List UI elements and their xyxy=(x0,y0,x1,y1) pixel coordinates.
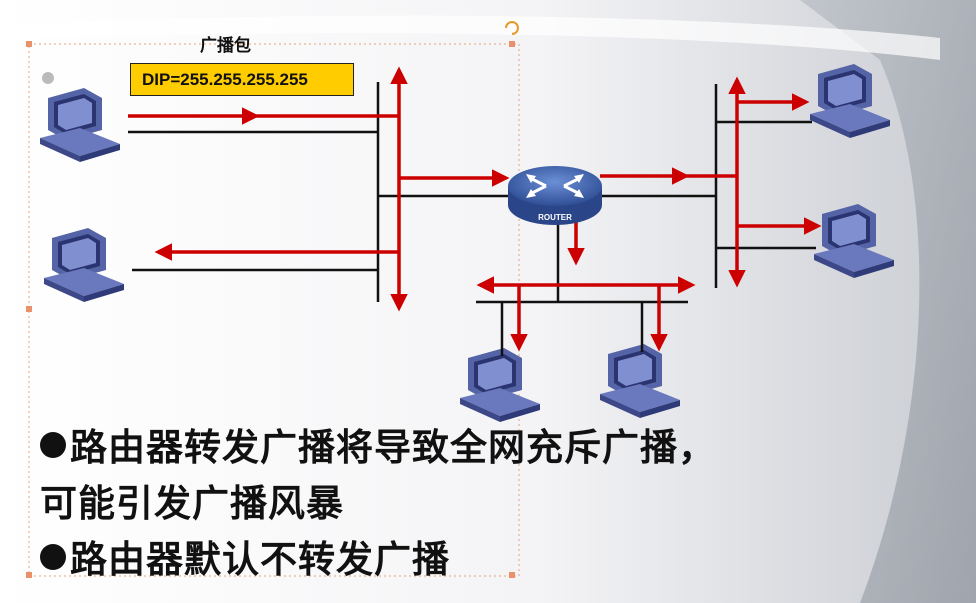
handle-ml[interactable] xyxy=(26,306,32,312)
bullet-1-continued: 可能引发广播风暴 xyxy=(40,476,920,532)
dip-label: DIP=255.255.255.255 xyxy=(130,63,354,96)
handle-tm[interactable] xyxy=(509,41,515,47)
bullet-1-text: 路由器转发广播将导致全网充斥广播， xyxy=(70,426,716,469)
bullet-1: 路由器转发广播将导致全网充斥广播， xyxy=(40,420,920,476)
bullet-2-text: 路由器默认不转发广播 xyxy=(70,538,450,581)
packet-label: 广播包 xyxy=(200,36,251,56)
bullet-2: 路由器默认不转发广播 xyxy=(40,532,920,588)
handle-bl[interactable] xyxy=(26,572,32,578)
page-curl-shadow xyxy=(800,0,976,603)
bullet-dot-icon xyxy=(40,544,66,570)
router-label: ROUTER xyxy=(538,213,572,222)
small-dot xyxy=(42,72,54,84)
page-edge xyxy=(10,15,940,60)
handle-tl[interactable] xyxy=(26,41,32,47)
bullet-dot-icon xyxy=(40,432,66,458)
bullet-list: 路由器转发广播将导致全网充斥广播， 可能引发广播风暴 路由器默认不转发广播 xyxy=(40,420,920,588)
bullet-1-text-cont: 可能引发广播风暴 xyxy=(40,482,344,525)
broadcast-arrows xyxy=(128,66,822,352)
rotate-handle-icon[interactable] xyxy=(505,21,519,35)
router-icon: ROUTER xyxy=(508,166,602,225)
handle-bm[interactable] xyxy=(509,572,515,578)
